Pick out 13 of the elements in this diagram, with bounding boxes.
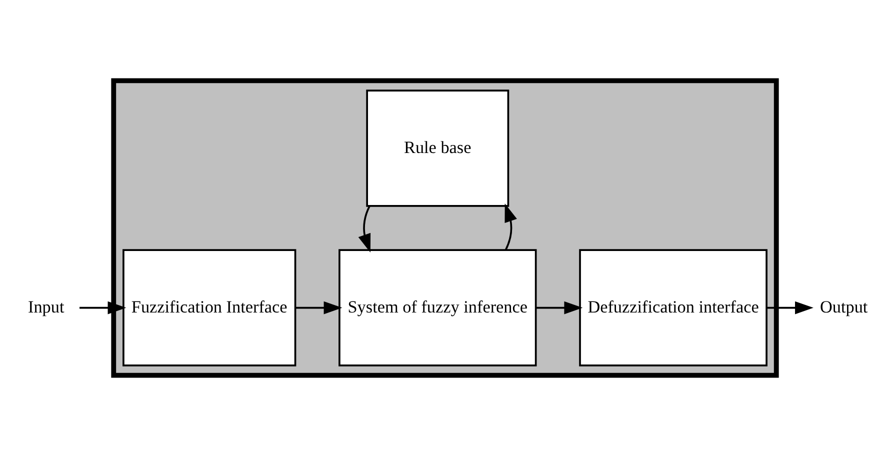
arrow	[504, 204, 517, 250]
node-box: Fuzzification Interface	[122, 249, 296, 366]
arrow	[295, 301, 342, 314]
arrow	[536, 301, 583, 314]
arrow	[358, 206, 371, 252]
node-text: Output	[820, 297, 868, 316]
cluster	[111, 78, 779, 378]
node-box: Defuzzification interface	[579, 249, 768, 366]
node-text: Input	[28, 297, 64, 316]
node-box: Rule base	[366, 90, 510, 207]
node-box: System of fuzzy inference	[338, 249, 537, 366]
arrow	[80, 301, 126, 314]
arrow	[766, 301, 814, 314]
